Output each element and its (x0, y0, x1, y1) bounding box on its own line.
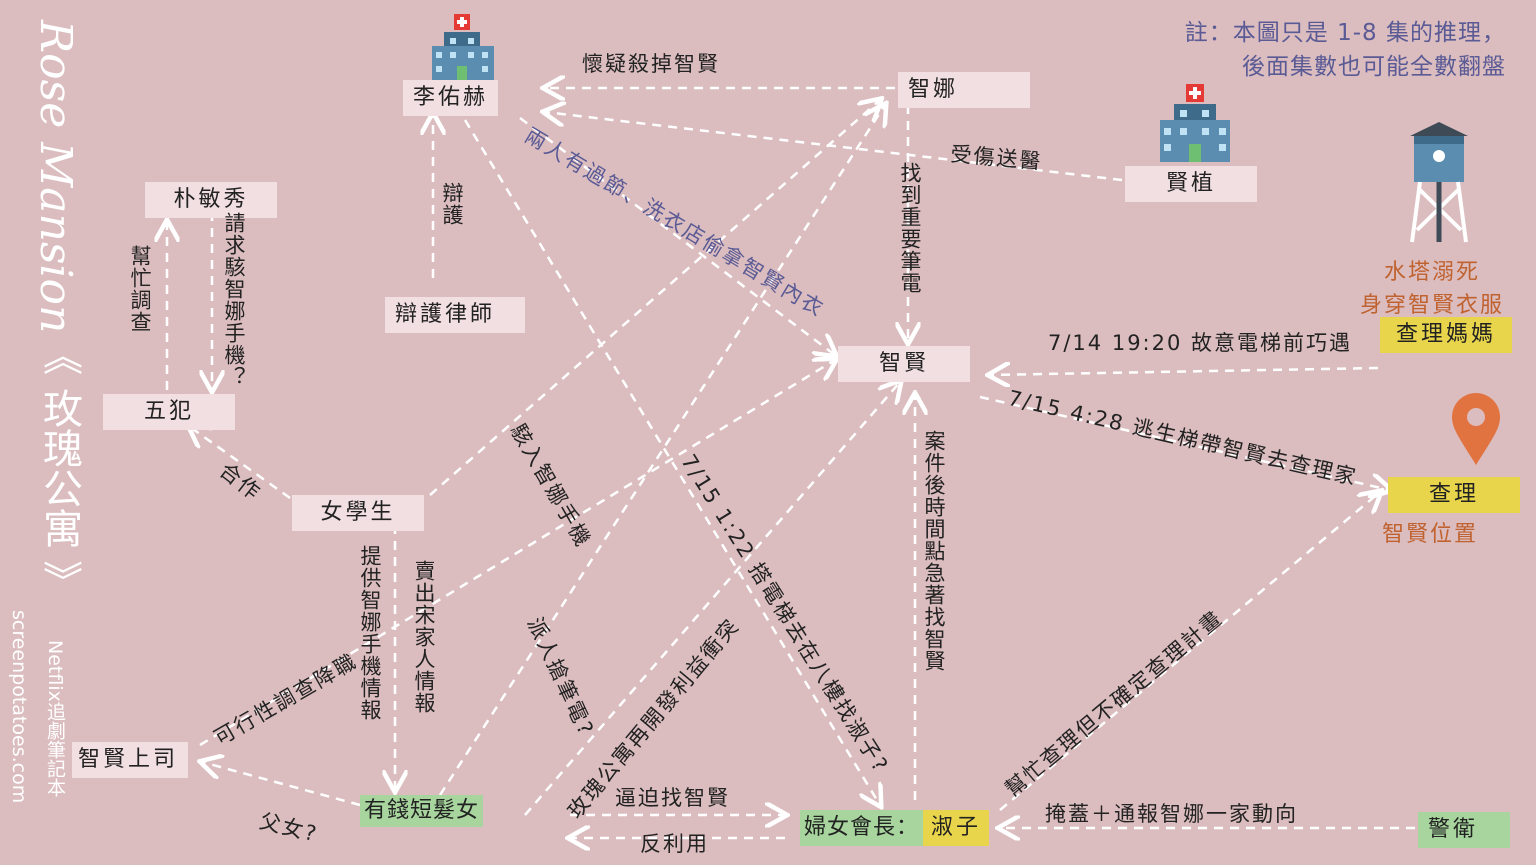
edge-hack (429, 100, 880, 496)
site-url: screenpotatoes.com (8, 610, 30, 804)
label-help-investigate: 幫忙調查 (128, 245, 152, 333)
hospital-icon (1160, 84, 1230, 162)
node-womens-head: 婦女會長： (800, 810, 924, 846)
node-student: 女學生 (292, 495, 424, 531)
label-suspect-kill: 懷疑殺掉智賢 (582, 52, 720, 76)
node-womens-head-group: 婦女會長： 淑子 (800, 810, 990, 846)
annotation-water-tower: 水塔溺死 (1384, 260, 1481, 285)
node-xianzhi: 賢植 (1125, 166, 1257, 202)
node-charlie: 查理 (1388, 477, 1520, 513)
node-rich-woman: 有錢短髮女 (360, 795, 484, 827)
label-urgent: 案件後時間點急著找智賢 (922, 430, 946, 672)
label-charlie-mom-meet: 7/14 19:20 故意電梯前巧遇 (1048, 331, 1353, 355)
edge-injured (545, 112, 1123, 182)
node-zhixian: 智賢 (838, 346, 970, 382)
edge-stairs (979, 395, 1390, 490)
title-chinese: 《 玫瑰公寓 》 (36, 335, 82, 601)
hospital-icon (432, 14, 494, 82)
edge-help-charlie (999, 492, 1380, 811)
label-sell-info: 賣出宋家人情報 (412, 560, 436, 714)
node-wufan: 五犯 (103, 394, 235, 430)
note-line-2: 後面集數也可能全數翻盤 (1242, 54, 1506, 80)
map-pin-icon (1452, 393, 1500, 465)
water-tower-icon (1410, 122, 1468, 243)
edge-redevelop (524, 382, 900, 816)
node-defense-lawyer: 辯護律師 (385, 297, 525, 333)
annotation-location: 智賢位置 (1382, 522, 1479, 547)
label-defend: 辯護 (440, 182, 464, 226)
label-counter-use: 反利用 (640, 832, 709, 856)
node-guard: 警衛 (1418, 812, 1510, 848)
node-boss: 智賢上司 (72, 742, 189, 778)
label-request-hack: 請求駭智娜手機？ (222, 212, 246, 388)
edge-charlie-mom (990, 368, 1379, 375)
label-force-find: 逼迫找智賢 (615, 786, 730, 810)
label-found-laptop: 找到重要筆電 (898, 162, 922, 294)
edge-grudge (519, 117, 835, 355)
note: 註：本圖只是 1-8 集的推理， 後面集數也可能全數翻盤 (1185, 16, 1506, 84)
annotation-clothes: 身穿智賢衣服 (1360, 293, 1505, 318)
edge-demoted (199, 360, 835, 747)
label-provide-info: 提供智娜手機情報 (358, 545, 382, 721)
node-shuzi: 淑子 (923, 810, 990, 846)
note-line-1: 註：本圖只是 1-8 集的推理， (1184, 20, 1506, 46)
edge-cooperate (190, 427, 291, 500)
node-park-minsu: 朴敏秀 (145, 182, 277, 218)
edge-father-daughter (202, 762, 361, 807)
edge-steal-laptop (438, 105, 885, 796)
label-cover-report: 掩蓋＋通報智娜一家動向 (1045, 802, 1298, 826)
notebook-label: Netflix追劇筆記本 (44, 640, 66, 797)
node-charlie-mom: 查理媽媽 (1380, 317, 1512, 353)
node-li-yuhe: 李佑赫 (403, 80, 499, 116)
edge-elevator (463, 119, 880, 805)
node-zhina: 智娜 (898, 72, 1030, 108)
title-english: Rose Mansion (30, 20, 81, 334)
